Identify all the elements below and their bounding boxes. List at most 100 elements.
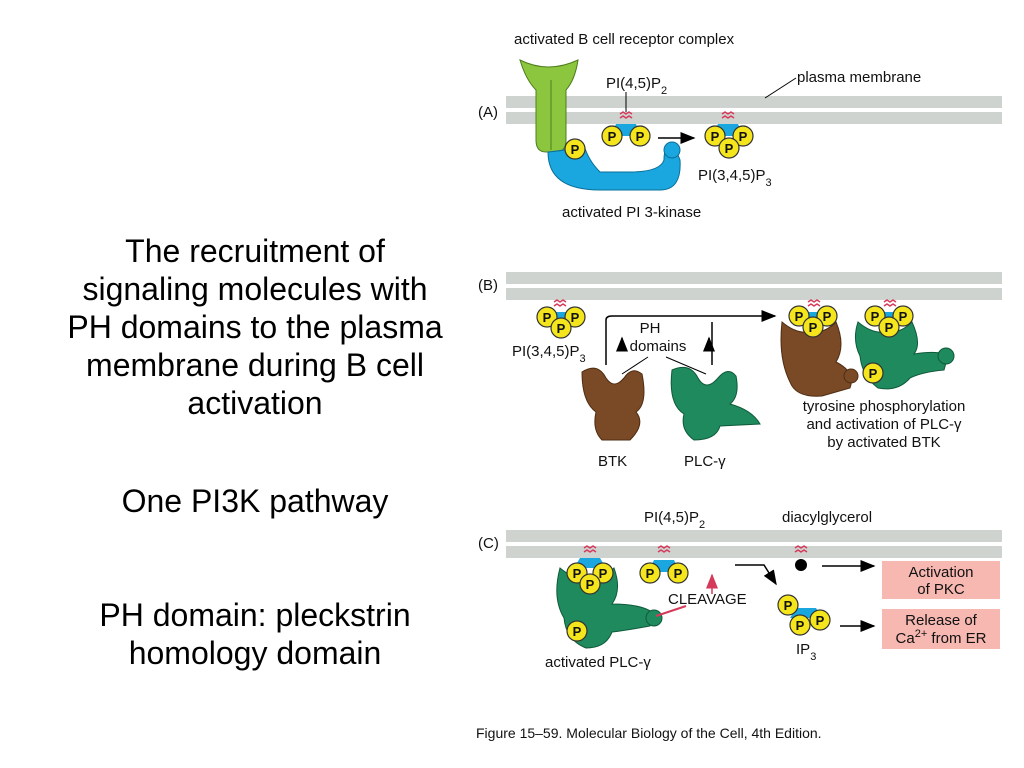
phosphate-icon [718, 137, 740, 159]
btk-label: BTK [598, 453, 627, 470]
phosphate-label: P [573, 566, 582, 581]
lipid-tail-icon [619, 111, 633, 119]
phosphate-label: P [823, 309, 832, 324]
phosphate-icon [802, 316, 824, 338]
phosphorylation-note: tyrosine phosphorylation [803, 398, 966, 415]
lipid-tail-icon [721, 111, 735, 119]
plc-gamma-tip [645, 609, 663, 627]
lipid-tail-icon [883, 299, 897, 307]
phosphate-icon [579, 573, 601, 595]
calcium-label: Ca2+ from ER [896, 628, 987, 647]
definition-line: PH domain: pleckstrin [99, 597, 411, 633]
lipid-tail-icon [807, 299, 821, 307]
phosphate-label: P [871, 309, 880, 324]
ph-pointer [665, 356, 707, 375]
title-line: membrane during B cell [86, 347, 424, 383]
phosphate-icon [564, 306, 586, 328]
phosphorylation-note: and activation of PLC-γ [806, 416, 962, 433]
plc-gamma-protein [670, 366, 761, 441]
ph-label: PH [640, 320, 661, 337]
dag-label: diacylglycerol [782, 509, 872, 526]
activated-plc-label: activated PLC-γ [545, 654, 651, 671]
pathway-label: One PI3K pathway [121, 483, 389, 519]
ph-pointer [621, 356, 649, 375]
phosphate-icon [809, 609, 831, 631]
phosphate-label: P [636, 129, 645, 144]
recruitment-arrow [605, 310, 777, 365]
title-line: signaling molecules with [82, 271, 428, 307]
phosphate-label: P [599, 566, 608, 581]
lipid-tail-icon [657, 545, 671, 553]
phosphate-label: P [899, 309, 908, 324]
phosphate-icon [892, 305, 914, 327]
panel-b: (B) P P P PI(3,4,5)P3 PH domains BTK PLC… [478, 272, 1002, 470]
phosphate-icon [564, 138, 586, 160]
pip3-label-a: PI(3,4,5)P3 [698, 167, 772, 189]
definition-line: homology domain [128, 635, 382, 671]
phosphate-icon [777, 594, 799, 616]
slide-title: The recruitment of signaling molecules w… [20, 232, 490, 422]
phosphate-label: P [571, 310, 580, 325]
membrane-outer-a [506, 96, 1002, 108]
phosphate-icon [704, 125, 726, 147]
cleavage-link [655, 605, 687, 617]
phosphate-icon [566, 620, 588, 642]
ip3-release-arrow [735, 564, 777, 586]
calcium-release-box [882, 609, 1000, 649]
phosphate-label: P [557, 321, 566, 336]
panel-a-letter: (A) [478, 104, 498, 121]
btk-kinase-tip [843, 368, 859, 384]
pkc-activation-box [882, 561, 1000, 599]
panel-a: activated B cell receptor complex (A) pl… [478, 31, 1002, 221]
lipid-tail-icon [553, 299, 567, 307]
phosphate-icon [788, 305, 810, 327]
phosphate-label: P [869, 366, 878, 381]
title-line: The recruitment of [125, 233, 385, 269]
phosphate-icon [732, 125, 754, 147]
b-cell-receptor [519, 59, 579, 153]
pathway-figure: activated B cell receptor complex (A) pl… [476, 31, 1002, 741]
membrane-label: plasma membrane [797, 69, 921, 86]
phosphate-label: P [674, 566, 683, 581]
phosphorylation-note: by activated BTK [827, 434, 940, 451]
kinase-label: activated PI 3-kinase [562, 204, 701, 221]
phosphate-label: P [784, 598, 793, 613]
phosphate-label: P [885, 320, 894, 335]
phosphate-label: P [795, 309, 804, 324]
panel-c-letter: (C) [478, 535, 499, 552]
phosphate-icon [864, 305, 886, 327]
phosphate-label: P [711, 129, 720, 144]
phosphate-label: P [573, 624, 582, 639]
title-line: PH domains to the plasma [67, 309, 443, 345]
phosphate-icon [878, 316, 900, 338]
calcium-label: Release of [905, 612, 978, 629]
lipid-tail-icon [583, 545, 597, 553]
phosphate-label: P [816, 613, 825, 628]
phosphate-icon [789, 614, 811, 636]
phosphate-icon [629, 125, 651, 147]
lipid-tail-icon [794, 545, 808, 553]
pip2-label-c: PI(4,5)P2 [644, 509, 705, 531]
phosphate-label: P [608, 129, 617, 144]
phosphate-icon [816, 305, 838, 327]
phosphate-icon [862, 362, 884, 384]
membrane-inner-a [506, 112, 1002, 124]
ph-domains-label: domains [630, 338, 687, 355]
membrane-pointer [764, 77, 797, 99]
pkc-label: Activation [908, 564, 973, 581]
phosphate-icon [667, 562, 689, 584]
membrane-outer-b [506, 272, 1002, 284]
plc-gamma-label: PLC-γ [684, 453, 726, 470]
membrane-inner-c [506, 546, 1002, 558]
phosphate-label: P [586, 577, 595, 592]
phosphate-label: P [796, 618, 805, 633]
pi3-kinase-head [663, 141, 681, 159]
phosphate-icon [550, 317, 572, 339]
phosphate-label: P [725, 141, 734, 156]
ph-domain-definition: PH domain: pleckstrin homology domain [20, 596, 490, 672]
cleavage-label: CLEAVAGE [668, 591, 747, 608]
ip3-label: IP3 [796, 641, 816, 663]
panel-b-letter: (B) [478, 277, 498, 294]
phosphate-label: P [739, 129, 748, 144]
phosphate-label: P [809, 320, 818, 335]
